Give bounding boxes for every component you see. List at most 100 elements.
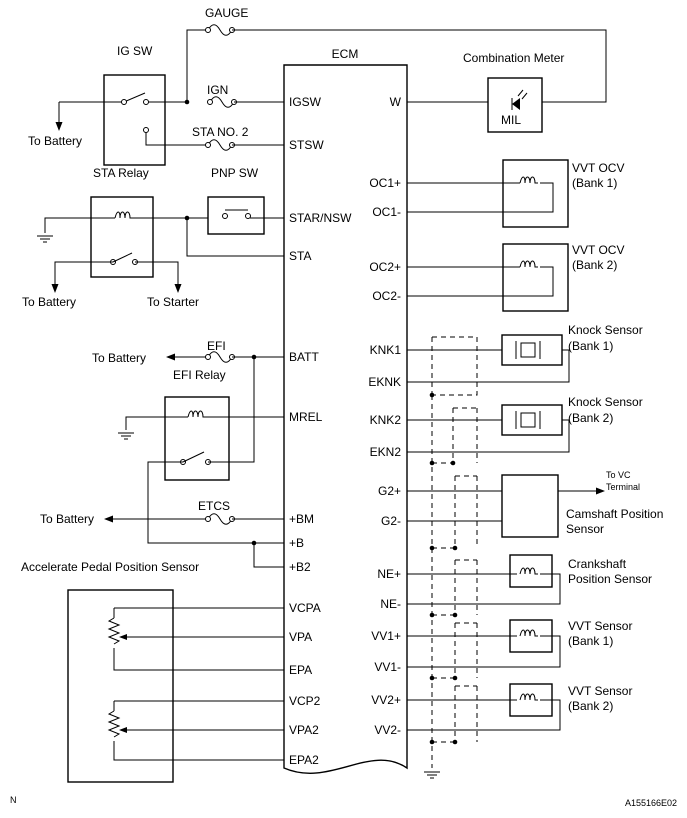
vvt-sensor-coil: [519, 629, 538, 637]
fuse-terminal: [205, 27, 211, 33]
to-starter-label: To Starter: [147, 295, 199, 309]
apps-label: Accelerate Pedal Position Sensor: [21, 560, 199, 574]
efi-relay-out-wire: [147, 461, 254, 544]
ecm-pin-label: OC2-: [372, 289, 401, 303]
camshaft-label: Sensor: [566, 522, 604, 536]
resistor-icon: [107, 710, 121, 738]
vvt-ocv-1-box: [502, 159, 569, 228]
junction-dot: [184, 99, 190, 105]
ign-label: IGN: [207, 83, 228, 97]
ecm-pin-label: +BM: [289, 512, 314, 526]
vvt-sensor-label: VVT Sensor: [568, 684, 632, 698]
switch-blade: [123, 92, 146, 103]
ecm-pin-label: STA: [289, 249, 311, 263]
gauge-fuse: [207, 24, 233, 36]
arrow-down-icon: [174, 284, 182, 293]
oc2n-wire: [407, 266, 554, 297]
gauge-label: GAUGE: [205, 6, 248, 20]
relay-contact: [182, 451, 205, 463]
to-battery-label: To Battery: [28, 134, 82, 148]
vvt-sensor-label: VVT Sensor: [568, 619, 632, 633]
ecm-pin-label: G2+: [378, 484, 401, 498]
ecm-pin-label: +B2: [289, 560, 311, 574]
sta-pin-wire: [186, 218, 284, 257]
crank-coil: [519, 567, 538, 575]
footer-mark: N: [10, 795, 17, 805]
ocv-coil: [519, 176, 538, 184]
relay-coil-wire: [44, 217, 91, 233]
ecm-title: ECM: [332, 47, 359, 61]
mil-led-icon: [512, 98, 520, 110]
ecm-pin-label: IGSW: [289, 95, 322, 109]
arrow-left-icon: [166, 353, 175, 361]
contact-terminal: [121, 99, 127, 105]
mil-label: MIL: [501, 113, 521, 127]
vvt-sensor-label: (Bank 2): [568, 699, 613, 713]
efi-relay-label: EFI Relay: [173, 368, 226, 382]
fuse-terminal: [205, 354, 211, 360]
knock-sensor-2-box: [501, 404, 563, 436]
ecm-pin-label: MREL: [289, 410, 323, 424]
crankshaft-label: Crankshaft: [568, 557, 627, 571]
gauge-wire: [232, 29, 607, 103]
to-battery-label: To Battery: [92, 351, 146, 365]
arrow-right-icon: [596, 487, 605, 495]
pnp-sw-box: [207, 196, 265, 235]
camshaft-label: Camshaft Position: [566, 507, 663, 521]
arrow-down-icon: [51, 284, 59, 293]
mil-box: [487, 77, 543, 133]
ecm-pin-label: VV1+: [371, 629, 401, 643]
ecm-pin-label: VCP2: [289, 694, 321, 708]
efi-relay-wire: [208, 357, 255, 463]
to-battery-label: To Battery: [22, 295, 76, 309]
to-battery-label: To Battery: [40, 512, 94, 526]
contact-terminal: [143, 99, 149, 105]
contact-terminal: [222, 213, 228, 219]
ecm-pin-label: OC1-: [372, 205, 401, 219]
to-vc-label: To VC: [606, 470, 631, 480]
ecm-pin-label: W: [390, 95, 402, 109]
epa2-wire: [113, 741, 284, 761]
ecm-pin-label: EKNK: [368, 375, 401, 389]
combination-meter-label: Combination Meter: [463, 51, 564, 65]
efi-coil-wire: [125, 416, 165, 430]
ocv-coil: [519, 260, 538, 268]
vvt-ocv-2-box: [502, 243, 569, 312]
ign-fuse: [209, 96, 235, 108]
knock-sensor-label: Knock Sensor: [568, 395, 643, 409]
oc1n-wire: [407, 182, 554, 213]
nen-wire: [407, 573, 561, 605]
sta-relay-box: [90, 196, 154, 278]
crankshaft-sensor-box: [509, 554, 553, 588]
pnp-sw-label: PNP SW: [211, 166, 259, 180]
knock-sensor-label: (Bank 1): [568, 339, 613, 353]
relay-coil: [114, 211, 133, 219]
ecm-pin-label: BATT: [289, 350, 319, 364]
epa-wire: [113, 648, 284, 671]
ecm-pin-label: +B: [289, 536, 304, 550]
resistor-icon: [107, 617, 121, 645]
eknk-wire: [407, 349, 570, 383]
gauge-wire: [186, 29, 208, 102]
knock-sensor-label: (Bank 2): [568, 411, 613, 425]
ecm-pin-label: EPA: [289, 663, 312, 677]
vvt-ocv-label: VVT OCV: [572, 243, 624, 257]
sta-fuse: [207, 139, 233, 151]
ig-sw-box: [103, 74, 166, 166]
arrow-left-icon: [104, 515, 113, 523]
ecm-pin-label: EKN2: [370, 445, 402, 459]
fuse-terminal: [207, 99, 213, 105]
figure-code: A155166E02: [625, 798, 677, 808]
relay-contact: [112, 252, 133, 263]
ecm-pin-label: VV2-: [374, 723, 401, 737]
efi-fuse: [207, 351, 233, 363]
vv2n-wire: [407, 699, 561, 731]
ecm-pin-label: VCPA: [289, 601, 321, 615]
ecm-pin-label: STSW: [289, 138, 324, 152]
knock-sensor-label: Knock Sensor: [568, 323, 643, 337]
ecm-pin-label: VV1-: [374, 660, 401, 674]
shield-wire: [432, 336, 478, 396]
fuse-terminal: [205, 142, 211, 148]
vvt-ocv-label: (Bank 1): [572, 176, 617, 190]
